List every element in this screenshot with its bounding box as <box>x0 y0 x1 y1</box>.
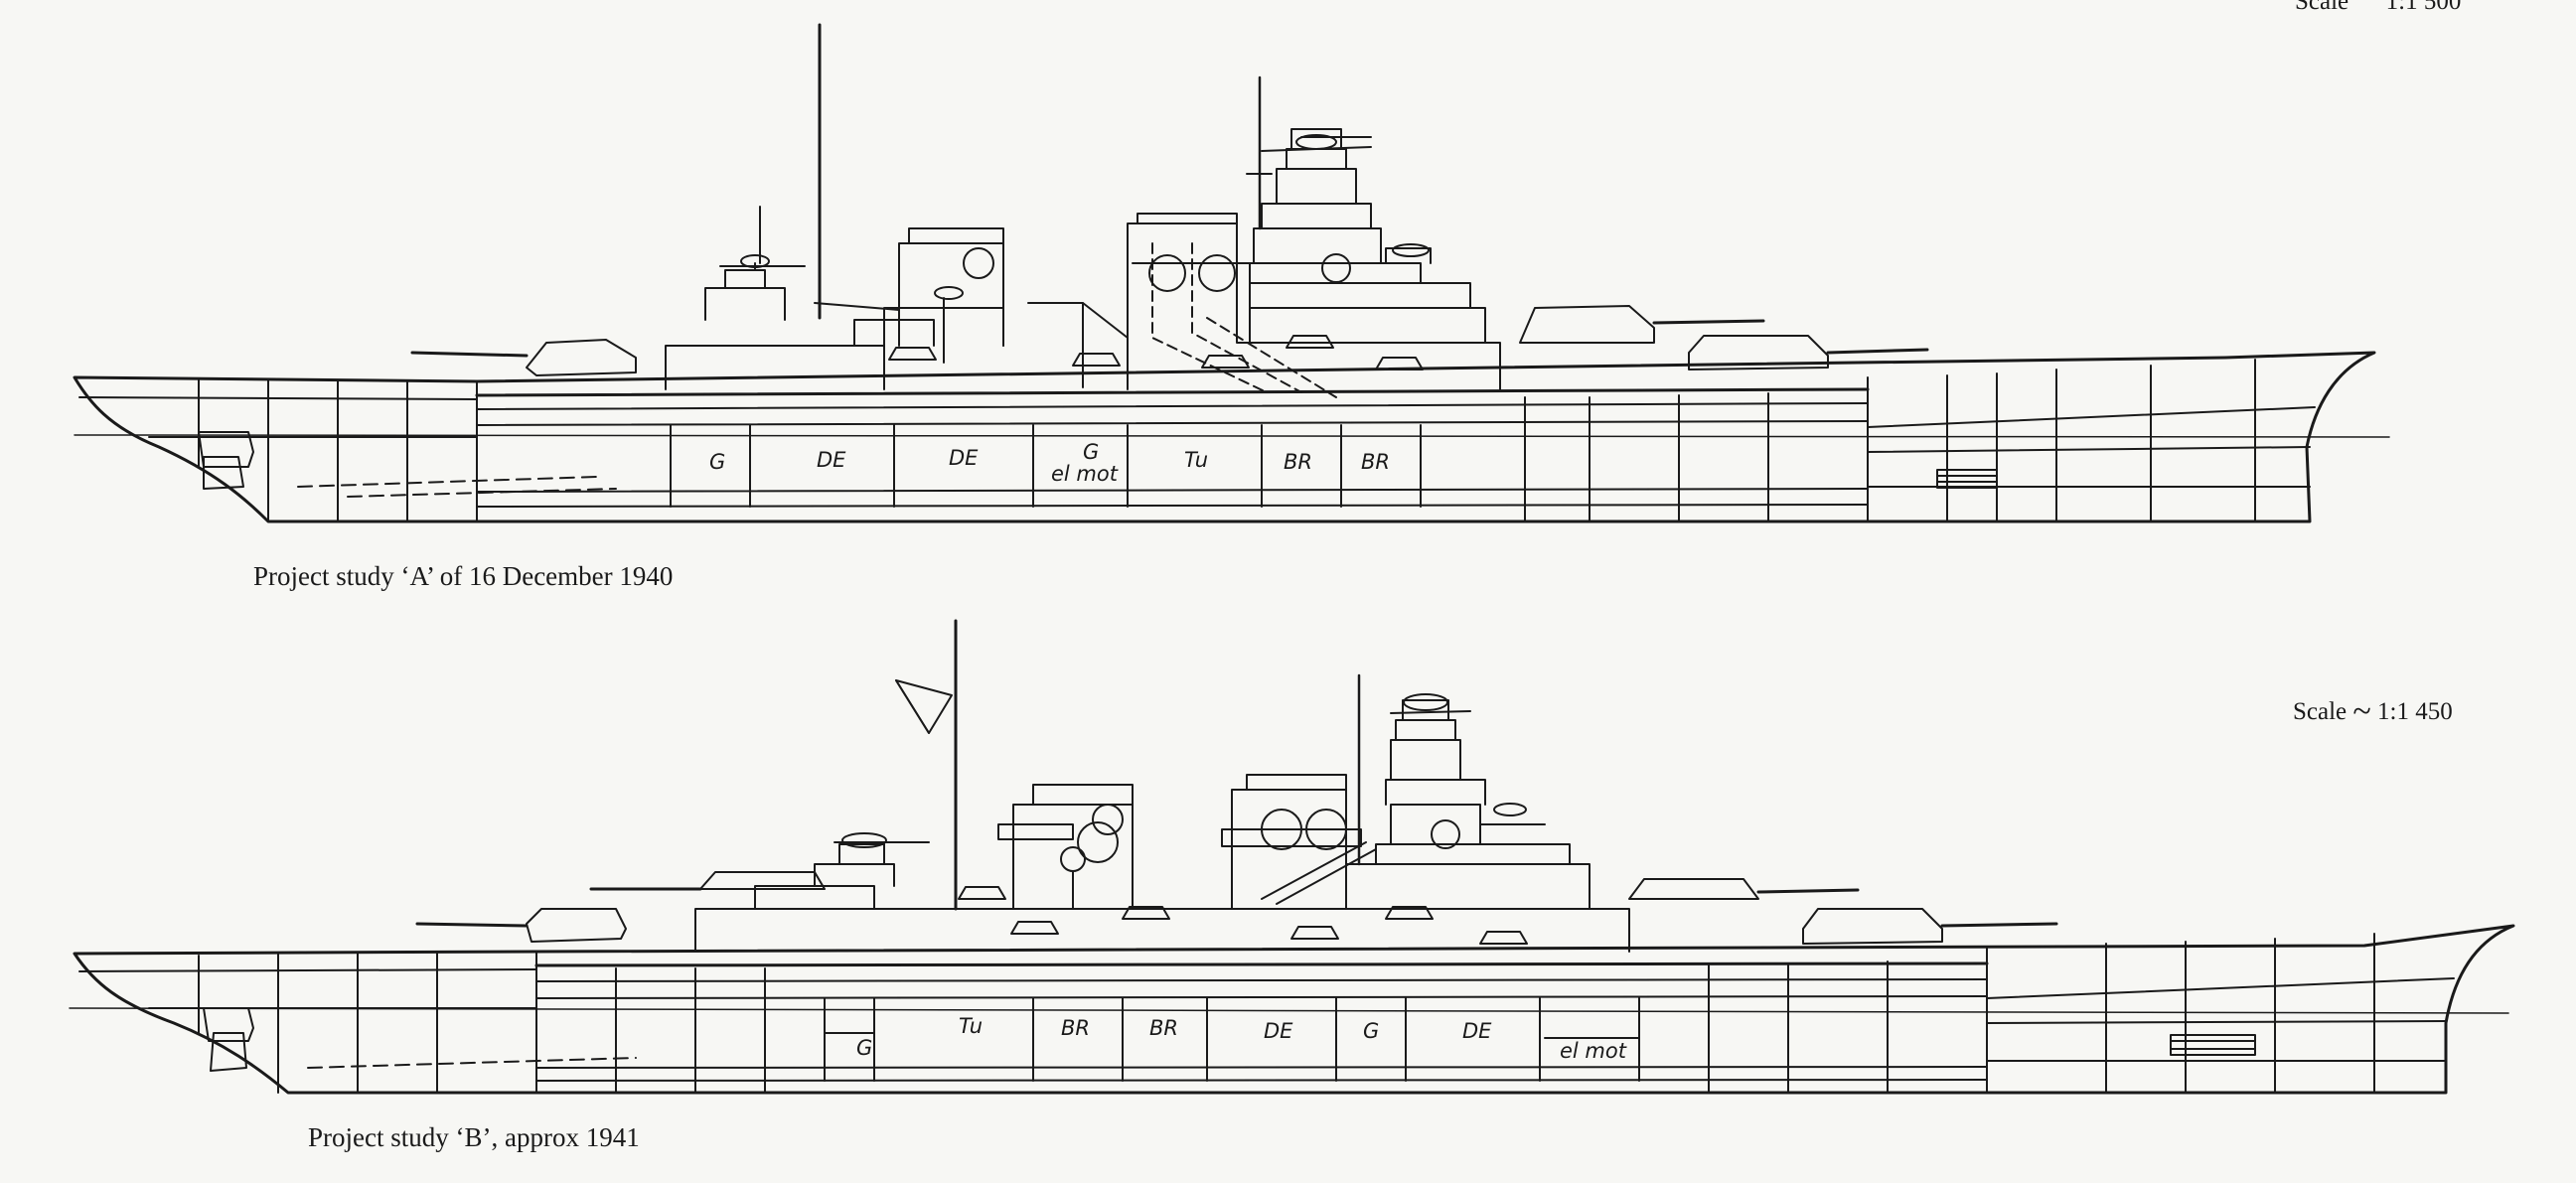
compartment-label: DE <box>817 448 846 472</box>
compartment-label: el mot <box>1051 462 1119 486</box>
compartment-label: G <box>1363 1019 1379 1043</box>
compartment-label: BR <box>1061 1016 1090 1040</box>
compartment-label: DE <box>1264 1019 1293 1043</box>
scale-label-bottom: Scale ~ 1:1 450 <box>2293 693 2453 731</box>
compartment-label: DE <box>1462 1019 1492 1043</box>
compartment-label: Tu <box>959 1014 983 1038</box>
compartment-label: G <box>1083 440 1099 464</box>
scale-word: Scale <box>2295 0 2349 15</box>
compartment-label: Tu <box>1184 448 1208 472</box>
caption-ship-b: Project study ‘B’, approx 1941 <box>308 1122 640 1152</box>
compartment-label: BR <box>1361 450 1390 474</box>
ship-b-compartments: G Tu BR BR DE G DE el mot <box>856 1014 1627 1063</box>
tilde-glyph: ~ <box>2352 693 2371 730</box>
scale-ratio: 1:1 500 <box>2385 0 2462 15</box>
ship-a-profile <box>73 23 2390 523</box>
compartment-label: BR <box>1284 450 1312 474</box>
scale-ratio: 1:1 450 <box>2377 698 2453 725</box>
scale-label-top: Scale 1:1 500 <box>2295 0 2461 16</box>
ship-a-compartments: G DE DE G el mot Tu BR BR <box>709 440 1390 486</box>
compartment-label: BR <box>1149 1016 1178 1040</box>
caption-ship-a: Project study ‘A’ of 16 December 1940 <box>253 561 674 591</box>
scale-word: Scale <box>2293 698 2348 725</box>
compartment-label: el mot <box>1560 1039 1627 1063</box>
ship-b-profile <box>69 619 2515 1095</box>
compartment-label: G <box>709 450 725 474</box>
compartment-label: DE <box>949 446 979 470</box>
compartment-label: G <box>856 1036 872 1060</box>
